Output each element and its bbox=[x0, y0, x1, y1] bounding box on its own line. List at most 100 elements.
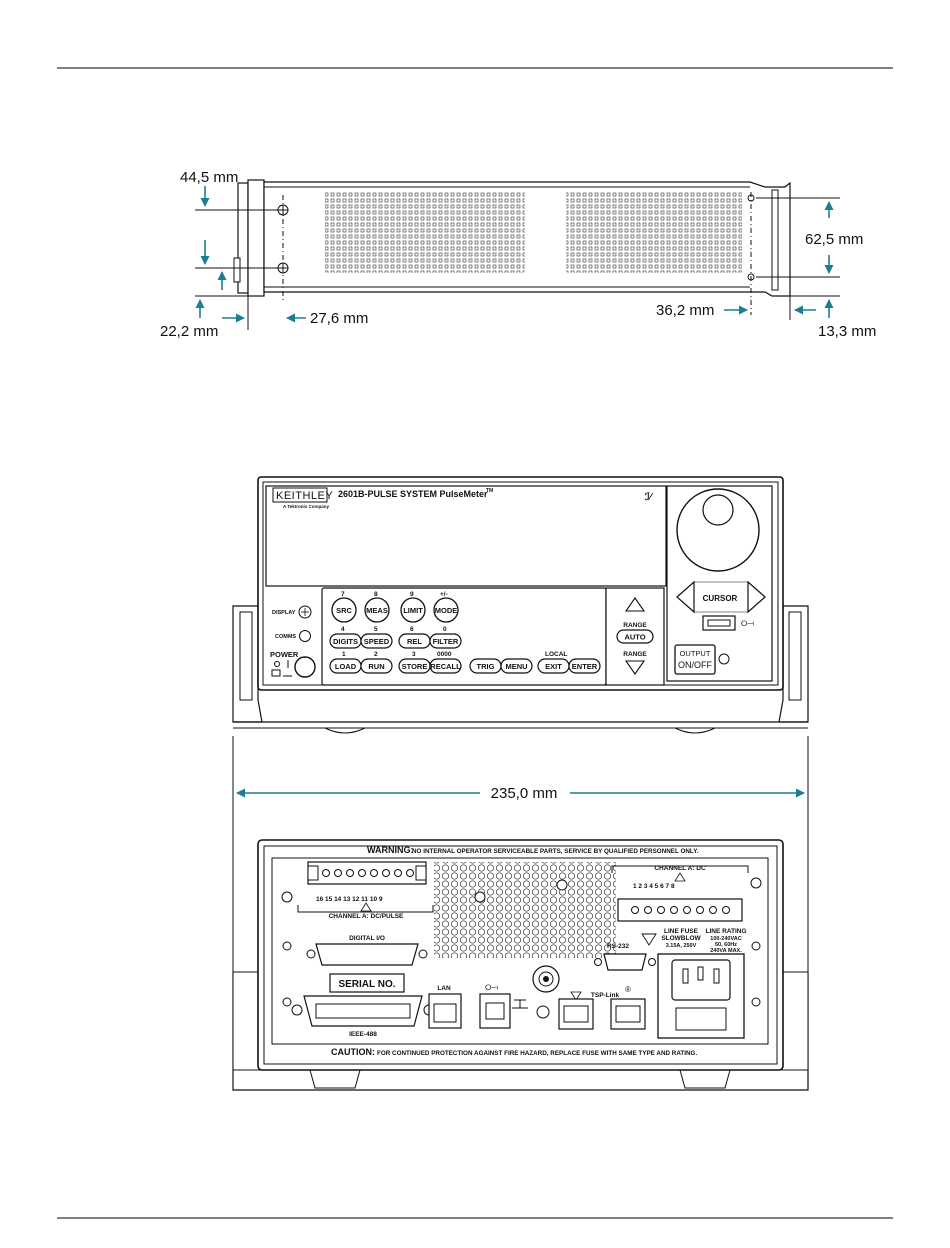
src-key[interactable]: SRC bbox=[331, 597, 357, 623]
enter-key[interactable]: ENTER bbox=[568, 658, 601, 674]
load-key[interactable]: LOAD bbox=[329, 658, 362, 674]
comms-label: COMMS bbox=[275, 634, 296, 640]
svg-text:RECALL: RECALL bbox=[430, 662, 461, 671]
svg-text:ENTER: ENTER bbox=[572, 662, 598, 671]
range-up-button[interactable] bbox=[624, 597, 646, 612]
line-fuse-label: LINE FUSE bbox=[664, 928, 699, 935]
warning-title: WARNING: bbox=[367, 845, 414, 855]
caution-text: FOR CONTINUED PROTECTION AGAINST FIRE HA… bbox=[377, 1050, 697, 1057]
dim-235-0: 235,0 mm bbox=[491, 785, 558, 802]
auto-key[interactable]: AUTO bbox=[616, 629, 654, 644]
comms-led bbox=[299, 630, 311, 642]
tsp-registered-mark: ® bbox=[625, 985, 631, 994]
model-name: 2601B-PULSE SYSTEM PulseMeter bbox=[338, 489, 488, 499]
num-plusminus: +/- bbox=[440, 591, 448, 598]
num-0: 0 bbox=[443, 626, 447, 633]
dim-36-2: 36,2 mm bbox=[656, 302, 714, 319]
cursor-right-button[interactable] bbox=[747, 580, 766, 614]
rev-icon: ℐ⁄ bbox=[645, 492, 654, 503]
range-down-label: RANGE bbox=[623, 651, 647, 658]
brand-logo: KEITHLEY bbox=[276, 490, 333, 502]
trig-key[interactable]: TRIG bbox=[469, 658, 502, 674]
svg-text:SPEED: SPEED bbox=[364, 637, 390, 646]
model-tm: TM bbox=[486, 488, 493, 494]
svg-text:OUTPUT: OUTPUT bbox=[680, 649, 711, 658]
line-rating-label: LINE RATING bbox=[705, 928, 746, 935]
output-led bbox=[718, 653, 730, 665]
power-button[interactable] bbox=[294, 656, 316, 678]
digital-io-label: DIGITAL I/O bbox=[349, 935, 385, 942]
svg-text:MENU: MENU bbox=[505, 662, 527, 671]
svg-text:SRC: SRC bbox=[336, 606, 352, 615]
svg-text:FILTER: FILTER bbox=[433, 637, 459, 646]
slowblow-label: SLOWBLOW bbox=[661, 935, 701, 942]
svg-text:DIGITS: DIGITS bbox=[333, 637, 358, 646]
range-up-label: RANGE bbox=[623, 622, 647, 629]
digital-io-port[interactable] bbox=[315, 943, 419, 966]
svg-text:LOAD: LOAD bbox=[335, 662, 357, 671]
rs232-label: RS-232 bbox=[607, 943, 629, 950]
dim-13-3: 13,3 mm bbox=[818, 323, 876, 340]
front-panel: KEITHLEY A Tektronix Company 2601B-PULSE… bbox=[232, 476, 809, 734]
svg-text:ON/OFF: ON/OFF bbox=[678, 660, 712, 670]
caution-title: CAUTION: bbox=[331, 1047, 375, 1057]
num-1: 1 bbox=[342, 651, 346, 658]
side-view: 44,5 mm 22,2 mm 27,6 mm 36,2 mm 62,5 mm … bbox=[160, 169, 876, 340]
svg-text:MODE: MODE bbox=[435, 606, 458, 615]
ieee-488-label: IEEE-488 bbox=[349, 1031, 377, 1038]
recall-key[interactable]: RECALL bbox=[429, 658, 462, 674]
svg-text:EXIT: EXIT bbox=[545, 662, 562, 671]
store-key[interactable]: STORE bbox=[398, 658, 431, 674]
line-rating-voltage: 100-240VAC bbox=[710, 936, 741, 942]
dim-27-6: 27,6 mm bbox=[310, 310, 368, 327]
serial-number-label: SERIAL NO. bbox=[338, 979, 395, 990]
line-rating-power: 240VA MAX. bbox=[710, 948, 742, 954]
dim-44-5: 44,5 mm bbox=[180, 169, 238, 186]
usb-b-icon: ⭘⟞ bbox=[485, 983, 498, 992]
rear-panel: WARNING: NO INTERNAL OPERATOR SERVICEABL… bbox=[232, 839, 809, 1091]
svg-text:MEAS: MEAS bbox=[366, 606, 388, 615]
channel-dc-pins: 1 2 3 4 5 6 7 8 bbox=[633, 883, 675, 890]
serial-number-plate bbox=[329, 973, 405, 993]
digits-key[interactable]: DIGITS bbox=[329, 633, 362, 649]
run-key[interactable]: RUN bbox=[360, 658, 393, 674]
svg-text:REL: REL bbox=[407, 637, 422, 646]
num-0000: 0000 bbox=[437, 651, 452, 658]
svg-text:STORE: STORE bbox=[402, 662, 428, 671]
num-2: 2 bbox=[374, 651, 378, 658]
display-label: DISPLAY bbox=[272, 610, 296, 616]
tsp-link-label: TSP-Link bbox=[591, 992, 620, 999]
navigation-wheel[interactable] bbox=[676, 488, 760, 572]
svg-text:AUTO: AUTO bbox=[624, 633, 645, 642]
rs232-port[interactable] bbox=[603, 953, 647, 971]
line-rating-frequency: 50, 60Hz bbox=[715, 942, 737, 948]
dim-62-5: 62,5 mm bbox=[805, 231, 863, 248]
rel-key[interactable]: REL bbox=[398, 633, 431, 649]
channel-a-dc-connector[interactable] bbox=[617, 898, 743, 922]
svg-text:TRIG: TRIG bbox=[477, 662, 495, 671]
limit-key[interactable]: LIMIT bbox=[400, 597, 426, 623]
mode-key[interactable]: MODE bbox=[433, 597, 459, 623]
output-onoff-key[interactable]: OUTPUT ON/OFF bbox=[674, 644, 716, 675]
warning-text: NO INTERNAL OPERATOR SERVICEABLE PARTS, … bbox=[412, 848, 699, 855]
channel-a-dc-label: CHANNEL A: DC bbox=[654, 865, 706, 872]
local-label: LOCAL bbox=[545, 651, 567, 658]
meas-key[interactable]: MEAS bbox=[364, 597, 390, 623]
range-down-button[interactable] bbox=[624, 660, 646, 675]
cursor-left-button[interactable] bbox=[676, 580, 695, 614]
speed-key[interactable]: SPEED bbox=[360, 633, 393, 649]
channel-a-pulse-label: CHANNEL A: DC/PULSE bbox=[329, 913, 404, 920]
exit-key[interactable]: EXIT bbox=[537, 658, 570, 674]
filter-key[interactable]: FILTER bbox=[429, 633, 462, 649]
num-3: 3 bbox=[412, 651, 416, 658]
num-5: 5 bbox=[374, 626, 378, 633]
power-label: POWER bbox=[270, 650, 299, 659]
svg-text:LIMIT: LIMIT bbox=[403, 606, 423, 615]
usb-icon: ⭘⟞ bbox=[741, 619, 754, 628]
fuse-rating: 3.15A, 250V bbox=[666, 943, 697, 949]
brand-subtitle: A Tektronix Company bbox=[283, 504, 330, 509]
fuse-drawer[interactable] bbox=[675, 1007, 727, 1031]
menu-key[interactable]: MENU bbox=[500, 658, 533, 674]
channel-pulse-pins: 16 15 14 13 12 11 10 9 bbox=[316, 896, 383, 903]
